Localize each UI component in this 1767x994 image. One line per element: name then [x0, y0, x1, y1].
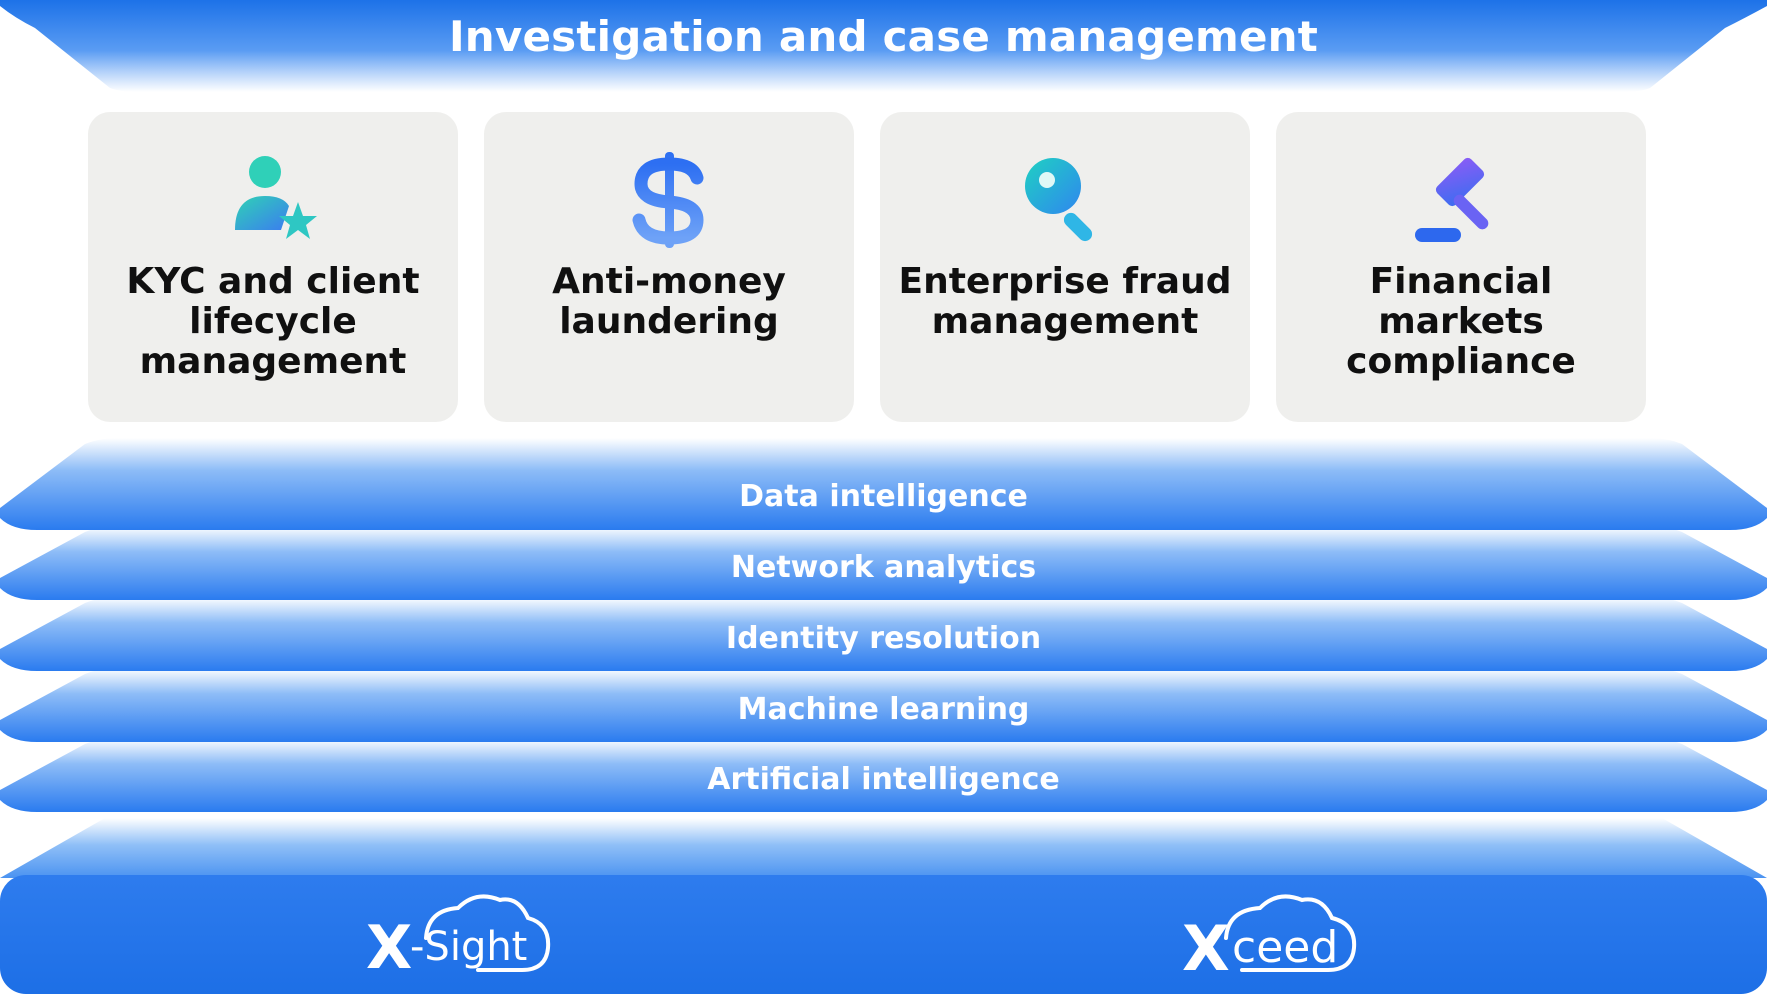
layer-data-intelligence: Data intelligence [739, 479, 1028, 514]
svg-text:X: X [366, 913, 412, 980]
solution-card-kyc[interactable]: KYC and client lifecycle management [88, 112, 458, 422]
dollar-sign-icon [632, 152, 704, 248]
layer-machine-learning: Machine learning [737, 692, 1030, 727]
user-star-icon [235, 156, 317, 239]
layer-network-analytics: Network analytics [730, 550, 1037, 585]
magnifier-icon [1025, 158, 1093, 242]
layer-artificial-intelligence: Artificial intelligence [707, 762, 1060, 797]
solution-label: KYC and client lifecycle management [126, 261, 420, 382]
solution-card-fraud[interactable]: Enterprise fraud management [880, 112, 1250, 422]
top-banner-shape [0, 0, 1767, 92]
solution-card-aml[interactable]: Anti-money laundering [484, 112, 854, 422]
base-top-shape [0, 818, 1767, 878]
svg-text:X: X [1182, 912, 1230, 980]
base-block [0, 875, 1767, 994]
page-title: Investigation and case management [448, 12, 1319, 61]
svg-text:ceed: ceed [1232, 922, 1338, 973]
layer-identity-resolution: Identity resolution [725, 621, 1042, 656]
x-sight-logo: X -Sight [366, 894, 551, 980]
solution-label: Financial markets compliance [1346, 261, 1576, 382]
gavel-icon [1415, 157, 1489, 242]
svg-text:-Sight: -Sight [410, 924, 527, 970]
solution-label: Enterprise fraud management [898, 261, 1232, 342]
xceed-logo: X ceed [1182, 894, 1357, 980]
layer-shapes [0, 438, 1767, 812]
solution-label: Anti-money laundering [552, 261, 786, 342]
solution-card-markets[interactable]: Financial markets compliance [1276, 112, 1646, 422]
